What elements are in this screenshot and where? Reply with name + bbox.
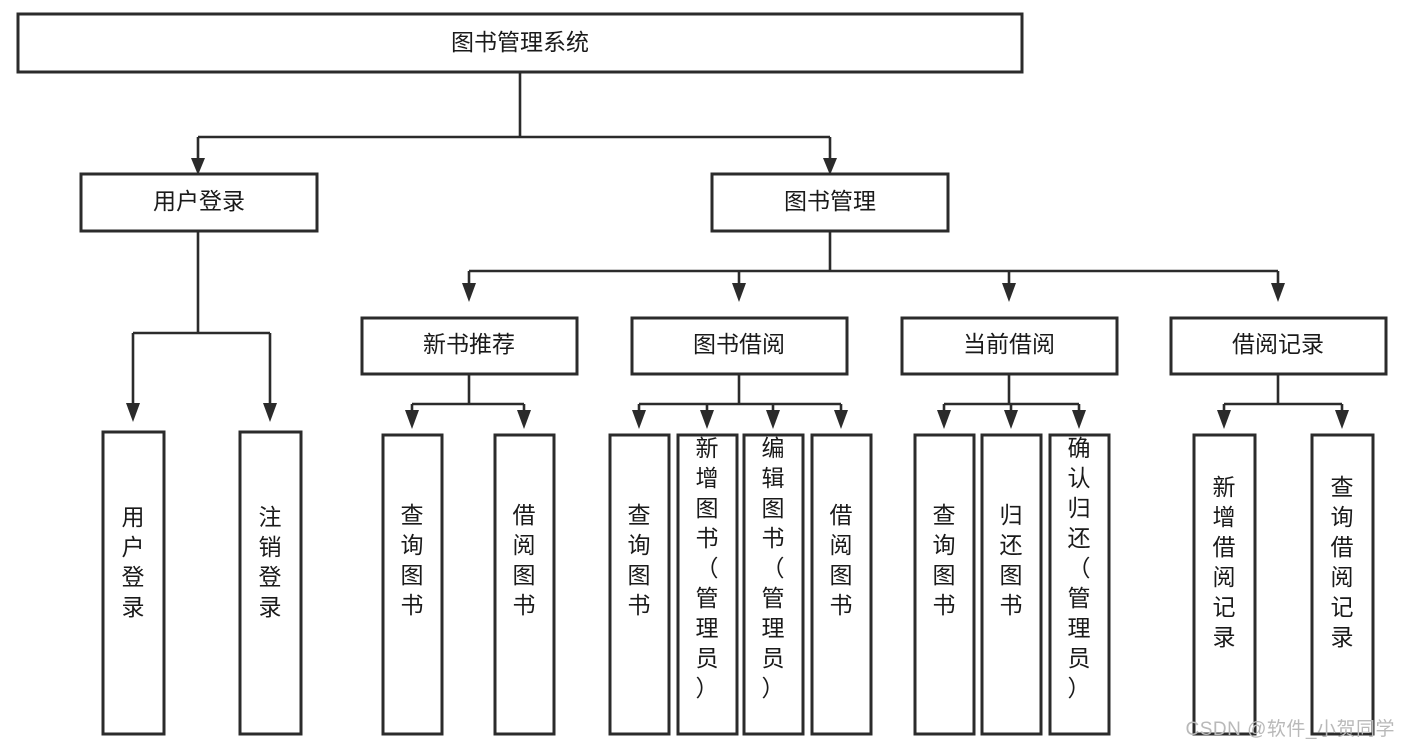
- node-book-borrow-label: 图书借阅: [693, 331, 785, 357]
- node-leaf-query-record[interactable]: 查询借阅记录: [1310, 433, 1375, 736]
- node-leaf-add-book-label: 新增图书（管理员）: [696, 435, 719, 701]
- node-leaf-confirm-return-label: 确认归还（管理员）: [1068, 435, 1091, 701]
- node-leaf-borrow-book-2-label: 借阅图书: [830, 502, 853, 618]
- node-borrow-record[interactable]: 借阅记录: [1169, 316, 1388, 376]
- node-new-book-recommend[interactable]: 新书推荐: [360, 316, 579, 376]
- node-leaf-borrow-book-2[interactable]: 借阅图书: [810, 433, 873, 736]
- node-leaf-query-book-2-label: 查询图书: [628, 502, 651, 618]
- node-leaf-confirm-return[interactable]: 确认归还（管理员）: [1048, 433, 1111, 736]
- node-user-login[interactable]: 用户登录: [79, 172, 319, 233]
- edge-root-bus: [198, 73, 830, 139]
- node-leaf-return-book-label: 归还图书: [1000, 502, 1023, 618]
- node-leaf-logout-login[interactable]: 注销登录: [238, 430, 303, 736]
- node-leaf-add-record[interactable]: 新增借阅记录: [1192, 433, 1257, 736]
- edge-new-book-recommend-bus: [405, 374, 531, 429]
- node-leaf-edit-book[interactable]: 编辑图书（管理员）: [742, 433, 805, 736]
- node-borrow-record-label: 借阅记录: [1232, 331, 1324, 357]
- node-leaf-borrow-book-1[interactable]: 借阅图书: [493, 433, 556, 736]
- node-root[interactable]: 图书管理系统: [16, 12, 1024, 74]
- node-current-borrow-label: 当前借阅: [963, 331, 1055, 357]
- node-root-label: 图书管理系统: [451, 29, 589, 55]
- node-leaf-return-book[interactable]: 归还图书: [980, 433, 1043, 736]
- node-leaf-add-book[interactable]: 新增图书（管理员）: [676, 433, 739, 736]
- node-book-manage-label: 图书管理: [784, 188, 876, 214]
- edge-book-borrow-bus: [632, 374, 848, 429]
- node-leaf-query-book-1-label: 查询图书: [401, 502, 424, 618]
- node-leaf-user-login[interactable]: 用户登录: [101, 430, 166, 736]
- csdn-watermark: CSDN @软件_小贺同学: [1185, 719, 1395, 740]
- edge-root-to-book-manage: [823, 137, 837, 175]
- node-leaf-query-record-label: 查询借阅记录: [1331, 474, 1354, 650]
- node-current-borrow[interactable]: 当前借阅: [900, 316, 1119, 376]
- node-leaf-query-book-3-label: 查询图书: [933, 502, 956, 618]
- edge-book-manage-bus: [462, 231, 1285, 302]
- node-leaf-query-book-3[interactable]: 查询图书: [913, 433, 976, 736]
- node-leaf-user-login-label: 用户登录: [122, 504, 145, 620]
- node-leaf-query-book-1[interactable]: 查询图书: [381, 433, 444, 736]
- node-leaf-query-book-2[interactable]: 查询图书: [608, 433, 671, 736]
- edge-current-borrow-bus: [937, 374, 1086, 429]
- node-leaf-logout-login-label: 注销登录: [259, 504, 282, 620]
- edge-borrow-record-bus: [1217, 374, 1349, 429]
- node-book-manage[interactable]: 图书管理: [710, 172, 950, 233]
- node-user-login-label: 用户登录: [153, 188, 245, 214]
- node-new-book-recommend-label: 新书推荐: [423, 331, 515, 357]
- node-leaf-add-record-label: 新增借阅记录: [1213, 474, 1236, 650]
- node-leaf-borrow-book-1-label: 借阅图书: [513, 502, 536, 618]
- edge-user-login-bus: [126, 231, 277, 422]
- node-book-borrow[interactable]: 图书借阅: [630, 316, 849, 376]
- edge-root-to-user-login: [191, 137, 205, 175]
- node-leaf-edit-book-label: 编辑图书（管理员）: [762, 435, 785, 701]
